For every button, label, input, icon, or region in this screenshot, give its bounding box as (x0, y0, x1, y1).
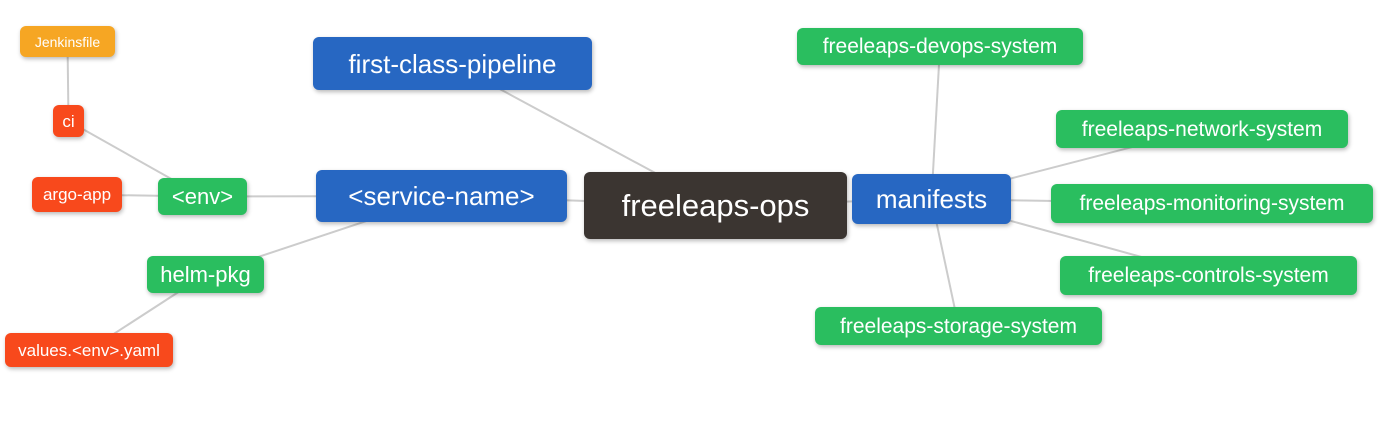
node-freeleaps-monitoring-system[interactable]: freeleaps-monitoring-system (1051, 184, 1373, 223)
node-freeleaps-ops[interactable]: freeleaps-ops (584, 172, 847, 239)
node-label-freeleaps-devops-system: freeleaps-devops-system (822, 35, 1058, 58)
node-label-first-class-pipeline: first-class-pipeline (348, 48, 557, 79)
node-freeleaps-devops-system[interactable]: freeleaps-devops-system (797, 28, 1083, 65)
node-label-values-env-yaml: values.<env>.yaml (18, 340, 160, 360)
node-first-class-pipeline[interactable]: first-class-pipeline (313, 37, 592, 90)
node-freeleaps-controls-system[interactable]: freeleaps-controls-system (1060, 256, 1357, 295)
node-manifests[interactable]: manifests (852, 174, 1011, 224)
node-label-env: <env> (171, 183, 234, 209)
node-label-ci: ci (62, 111, 75, 131)
node-helm-pkg[interactable]: helm-pkg (147, 256, 264, 293)
node-label-service-name: <service-name> (348, 181, 535, 211)
node-service-name[interactable]: <service-name> (316, 170, 567, 222)
node-jenkinsfile[interactable]: Jenkinsfile (20, 26, 115, 57)
node-freeleaps-storage-system[interactable]: freeleaps-storage-system (815, 307, 1102, 345)
node-label-freeleaps-network-system: freeleaps-network-system (1081, 117, 1323, 141)
node-label-argo-app: argo-app (42, 185, 112, 204)
node-label-freeleaps-storage-system: freeleaps-storage-system (840, 314, 1077, 338)
node-freeleaps-network-system[interactable]: freeleaps-network-system (1056, 110, 1348, 148)
node-label-helm-pkg: helm-pkg (160, 261, 251, 287)
edge-manifests--freeleaps-devops-system (930, 46, 941, 200)
node-label-manifests: manifests (875, 184, 988, 214)
node-label-jenkinsfile: Jenkinsfile (34, 33, 101, 50)
node-label-freeleaps-ops: freeleaps-ops (621, 188, 810, 223)
node-values-env-yaml[interactable]: values.<env>.yaml (5, 333, 173, 367)
node-env[interactable]: <env> (158, 178, 247, 215)
node-label-freeleaps-controls-system: freeleaps-controls-system (1088, 264, 1329, 287)
node-argo-app[interactable]: argo-app (32, 177, 122, 212)
node-label-freeleaps-monitoring-system: freeleaps-monitoring-system (1079, 192, 1345, 215)
node-ci[interactable]: ci (53, 105, 84, 137)
